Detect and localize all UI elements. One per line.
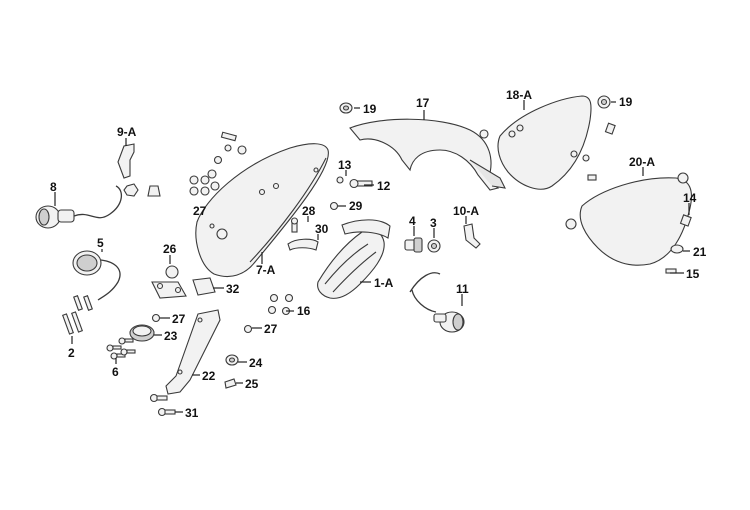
label-30: 30 [315,222,329,236]
tail-lamp-5 [72,250,121,301]
label-9a: 9-A [117,125,137,139]
grommet-20-parts [565,172,692,274]
label-27-top: 27 [193,204,207,218]
label-6: 6 [112,365,119,379]
label-22: 22 [202,369,216,383]
label-32: 32 [226,282,240,296]
label-16: 16 [297,304,311,318]
bracket-26 [151,265,187,299]
label-27-mid: 27 [172,312,186,326]
label-25: 25 [245,377,259,391]
turn-signal-11 [409,272,465,333]
grommet-19-right [597,95,611,109]
label-17: 17 [416,96,430,110]
bracket-30 [287,238,319,251]
label-19-right: 19 [619,95,633,109]
turn-signal-8 [35,185,122,229]
label-5: 5 [97,236,104,250]
label-2: 2 [68,346,75,360]
grommet-3 [427,239,441,253]
label-10a: 10-A [453,204,479,218]
grommet-19-left [339,102,353,114]
label-20a: 20-A [629,155,655,169]
bolt-12-13 [336,176,373,189]
label-26: 26 [163,242,177,256]
nut-27-right [243,324,253,334]
side-cover-20a [579,177,693,266]
label-27-right: 27 [264,322,278,336]
screws-6 [106,337,136,360]
bracket-32 [192,277,216,296]
side-cover-18a [497,95,592,190]
washer-group-16 [267,293,294,316]
lens-23 [129,324,155,342]
label-3: 3 [430,216,437,230]
label-23: 23 [164,329,178,343]
label-11: 11 [456,282,469,296]
bolt-fender-top [220,131,247,155]
label-19-left: 19 [363,102,377,116]
bracket-10a [463,223,481,249]
bolt-28 [290,217,299,233]
label-8: 8 [50,180,57,194]
label-15: 15 [686,267,700,281]
part-4 [404,237,423,253]
front-fender-17 [349,118,506,191]
label-7a: 7-A [256,263,276,277]
rear-fender-7a [195,143,329,278]
screw-25 [224,378,237,389]
leader-lines [54,100,690,413]
plate-bracket-22 [165,309,221,395]
bracket-9a [117,143,135,179]
label-29: 29 [349,199,363,213]
bolts-31 [149,393,176,417]
nut-27-left [151,313,161,323]
nut-24 [225,354,239,366]
label-4: 4 [409,214,416,228]
label-1a: 1-A [374,276,394,290]
inner-fender-1a [317,219,391,299]
washer-29 [329,201,339,211]
nut-group-27 [189,155,223,196]
bulb-parts-2 [61,295,93,335]
label-24: 24 [249,356,263,370]
nut-8-parts [123,183,161,197]
callout-labels: 19 17 18-A 19 9-A 8 13 12 29 20-A 14 27 … [50,88,707,420]
label-12: 12 [377,179,391,193]
label-21: 21 [693,245,707,259]
label-18a: 18-A [506,88,532,102]
label-31: 31 [185,406,199,420]
label-13: 13 [338,158,352,172]
small-clip-18 [479,122,616,162]
label-28: 28 [302,204,316,218]
label-14: 14 [683,191,697,205]
